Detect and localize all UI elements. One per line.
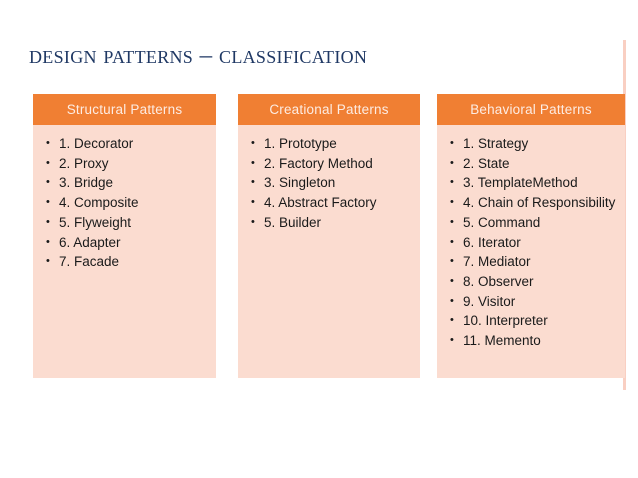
list-item: 5. Command bbox=[437, 213, 625, 232]
list-item: 1. Prototype bbox=[238, 134, 420, 153]
panel-header-creational: Creational Patterns bbox=[238, 94, 420, 125]
list-item: 4. Composite bbox=[33, 193, 216, 212]
list-item: 4. Chain of Responsibility bbox=[437, 193, 625, 212]
list-item: 3. TemplateMethod bbox=[437, 173, 625, 192]
list-item: 10. Interpreter bbox=[437, 311, 625, 330]
list-item: 8. Observer bbox=[437, 272, 625, 291]
panel-structural-patterns: Structural Patterns 1. Decorator 2. Prox… bbox=[33, 94, 216, 378]
list-item: 7. Facade bbox=[33, 252, 216, 271]
panel-behavioral-patterns: Behavioral Patterns 1. Strategy 2. State… bbox=[437, 94, 625, 378]
list-item: 2. State bbox=[437, 154, 625, 173]
list-item: 6. Adapter bbox=[33, 233, 216, 252]
pattern-list-creational: 1. Prototype 2. Factory Method 3. Single… bbox=[238, 125, 420, 232]
pattern-list-structural: 1. Decorator 2. Proxy 3. Bridge 4. Compo… bbox=[33, 125, 216, 272]
list-item: 3. Singleton bbox=[238, 173, 420, 192]
list-item: 9. Visitor bbox=[437, 292, 625, 311]
page-title: Design Patterns – Classification bbox=[29, 42, 368, 69]
panel-header-structural: Structural Patterns bbox=[33, 94, 216, 125]
list-item: 4. Abstract Factory bbox=[238, 193, 420, 212]
list-item: 2. Proxy bbox=[33, 154, 216, 173]
list-item: 1. Strategy bbox=[437, 134, 625, 153]
list-item: 3. Bridge bbox=[33, 173, 216, 192]
list-item: 2. Factory Method bbox=[238, 154, 420, 173]
list-item: 1. Decorator bbox=[33, 134, 216, 153]
pattern-list-behavioral: 1. Strategy 2. State 3. TemplateMethod 4… bbox=[437, 125, 625, 350]
panel-header-behavioral: Behavioral Patterns bbox=[437, 94, 625, 125]
list-item: 6. Iterator bbox=[437, 233, 625, 252]
list-item: 7. Mediator bbox=[437, 252, 625, 271]
list-item: 11. Memento bbox=[437, 331, 625, 350]
list-item: 5. Flyweight bbox=[33, 213, 216, 232]
panel-creational-patterns: Creational Patterns 1. Prototype 2. Fact… bbox=[238, 94, 420, 378]
list-item: 5. Builder bbox=[238, 213, 420, 232]
